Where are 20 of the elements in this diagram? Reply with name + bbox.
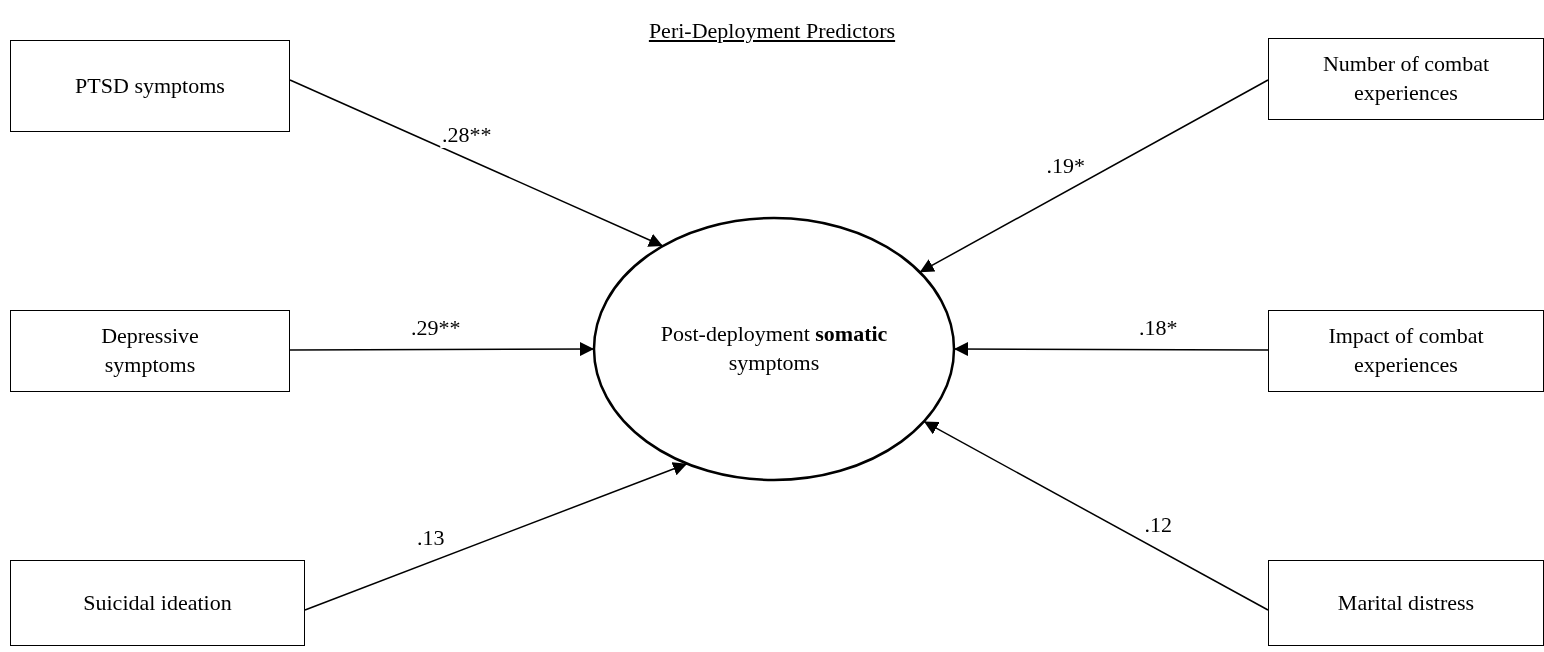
arrow: [953, 342, 1269, 357]
node-label: Depressive symptoms: [100, 322, 200, 379]
node-label: Number of combat experiences: [1321, 50, 1491, 107]
node-label: Suicidal ideation: [82, 588, 233, 617]
arrow: [923, 420, 1269, 611]
arrow: [919, 79, 1269, 273]
arrow: [289, 79, 664, 247]
node-label: Marital distress: [1336, 588, 1476, 617]
node-label: Impact of combat experiences: [1327, 322, 1485, 379]
diagram-title: Peri-Deployment Predictors: [648, 18, 896, 43]
predictor-box: [1268, 310, 1544, 392]
predictor-box: [1268, 38, 1544, 120]
arrow: [304, 462, 688, 611]
arrow: [289, 342, 595, 357]
node-label: Post-deployment somatic symptoms: [659, 320, 889, 377]
predictor-box: [1268, 560, 1544, 646]
predictor-box: [10, 310, 290, 392]
predictor-box: [10, 560, 305, 646]
node-label: PTSD symptoms: [74, 71, 226, 100]
predictor-box: [10, 40, 290, 132]
